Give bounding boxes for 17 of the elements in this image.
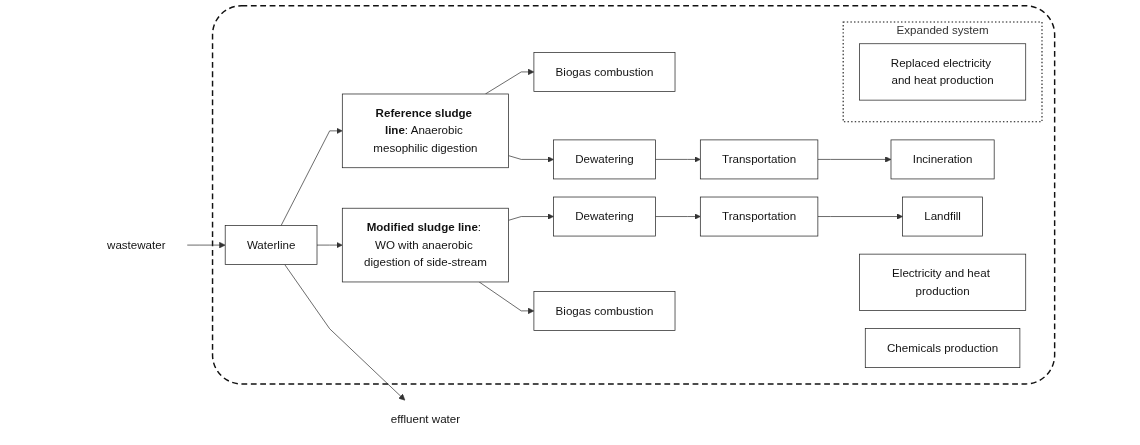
node-box: Biogas combustion [533,291,676,331]
cluster [211,5,1056,385]
node-box: Reference sludge line: Anaerobic mesophilic digestion [341,93,509,169]
node-box: Incineration [890,139,995,180]
node-box: Modified sludge line: WO with anaerobic digestion of side-stream [341,207,509,283]
node-box: Chemicals production [864,328,1021,368]
node-box: Dewatering [553,139,656,180]
node-text: effluent water [390,413,461,426]
node-box: Electricity and heat production [859,253,1027,311]
node-box: Waterline [224,225,318,265]
node-box: Biogas combustion [533,52,676,92]
node-box: Transportation [699,139,819,180]
node-box: Dewatering [553,196,656,237]
node-box: Landfill [902,196,983,237]
node-box: Transportation [699,196,819,237]
node-box: Replaced electricity and heat production [859,43,1027,101]
node-text: wastewater [107,238,166,251]
